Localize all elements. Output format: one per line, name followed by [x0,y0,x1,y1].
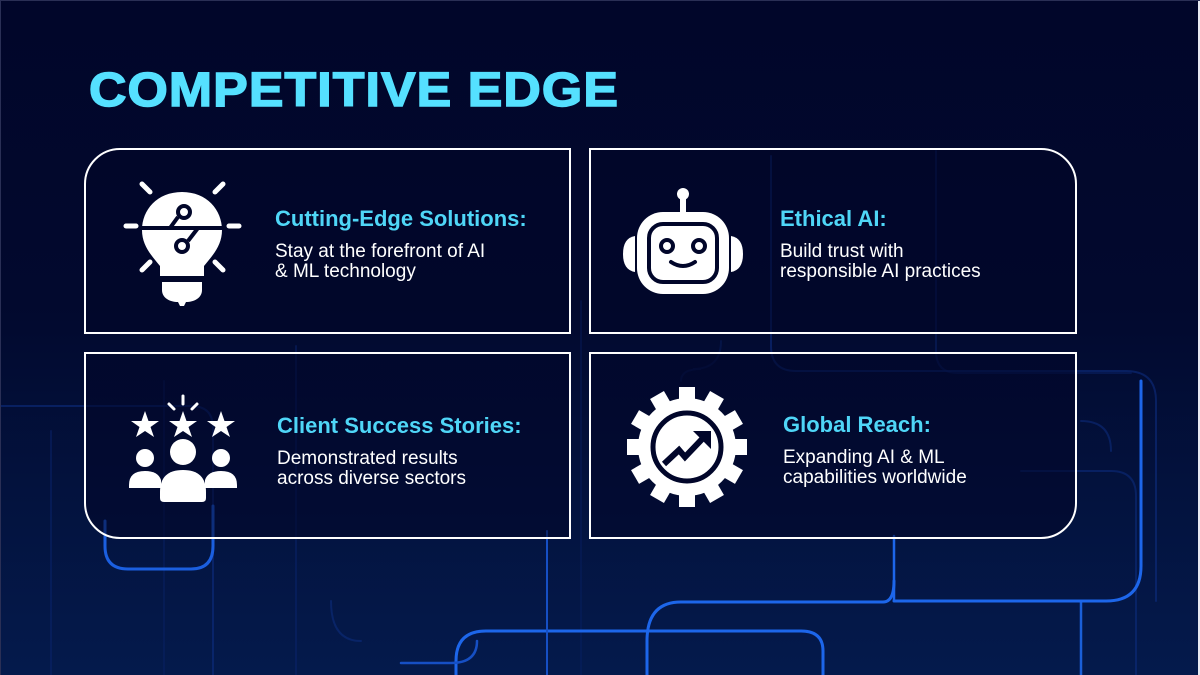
card-cutting-edge-solutions: Cutting-Edge Solutions: Stay at the fore… [84,148,571,334]
card-ethical-ai: Ethical AI: Build trust with responsible… [589,148,1077,334]
card-heading: Client Success Stories: [277,413,522,438]
people-stars-icon [129,394,237,502]
card-heading: Cutting-Edge Solutions: [275,206,527,231]
edge-stripe [1198,1,1200,675]
card-client-success-stories: Client Success Stories: Demonstrated res… [84,352,571,539]
card-heading: Global Reach: [783,412,931,437]
card-description: Build trust with responsible AI practice… [780,241,981,282]
card-global-reach: Global Reach: Expanding AI & ML capabili… [589,352,1077,539]
gear-growth-icon [627,387,747,507]
card-description: Demonstrated results across diverse sect… [277,448,467,489]
slide-title: COMPETITIVE EDGE [88,63,619,118]
card-heading: Ethical AI: [780,206,887,231]
robot-icon [623,188,743,294]
card-description: Expanding AI & ML capabilities worldwide [783,447,967,488]
lightbulb-circuit-icon [123,181,242,306]
card-description: Stay at the forefront of AI & ML technol… [275,241,486,282]
